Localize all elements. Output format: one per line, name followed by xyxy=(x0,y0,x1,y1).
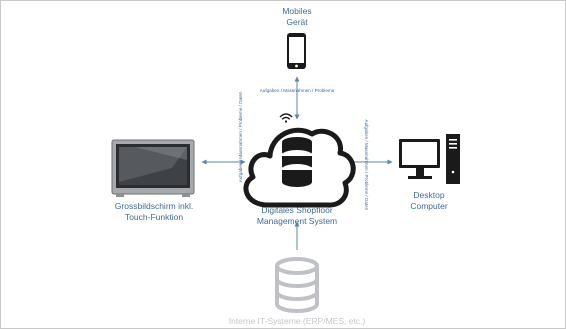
database-icon xyxy=(275,257,319,313)
desktop-label-line1: Desktop xyxy=(413,190,445,200)
edge-label-screen-center: Aufgaben / Massnahmen / Probleme / Daten xyxy=(238,91,244,183)
center-label-line1: Digitales Shopfloor xyxy=(261,205,333,215)
edge-label-mobile-center: Aufgaben / Massnahmen / Probleme xyxy=(259,88,335,93)
mobile-label: Mobiles Gerät xyxy=(252,6,342,27)
mobile-label-line2: Gerät xyxy=(286,16,308,27)
screen-label-line2: Touch-Funktion xyxy=(124,211,184,222)
desktop-computer-icon xyxy=(399,134,460,184)
monitor-tv-icon xyxy=(111,139,195,197)
desktop-label-line2: Computer xyxy=(410,200,448,211)
desktop-label: Desktop Computer xyxy=(390,190,468,211)
wifi-icon xyxy=(279,113,293,123)
screen-label-line1: Grossbildschirm inkl. xyxy=(114,201,194,211)
internal-systems-label: Interne IT-Systeme (ERP/MES, etc.) xyxy=(207,316,387,327)
smartphone-icon xyxy=(287,33,306,69)
edge-label-desktop-center: Aufgaben / Massnahmen / Probleme / Daten xyxy=(363,119,369,211)
mobile-label-line1: Mobiles xyxy=(282,6,312,16)
center-label: Digitales Shopfloor Management System xyxy=(232,205,362,226)
internal-systems-label-line1: Interne IT-Systeme (ERP/MES, etc.) xyxy=(228,316,366,326)
screen-label: Grossbildschirm inkl. Touch-Funktion xyxy=(93,201,215,222)
cloud-database-icon xyxy=(243,127,356,208)
center-label-line2: Management System xyxy=(256,215,338,226)
